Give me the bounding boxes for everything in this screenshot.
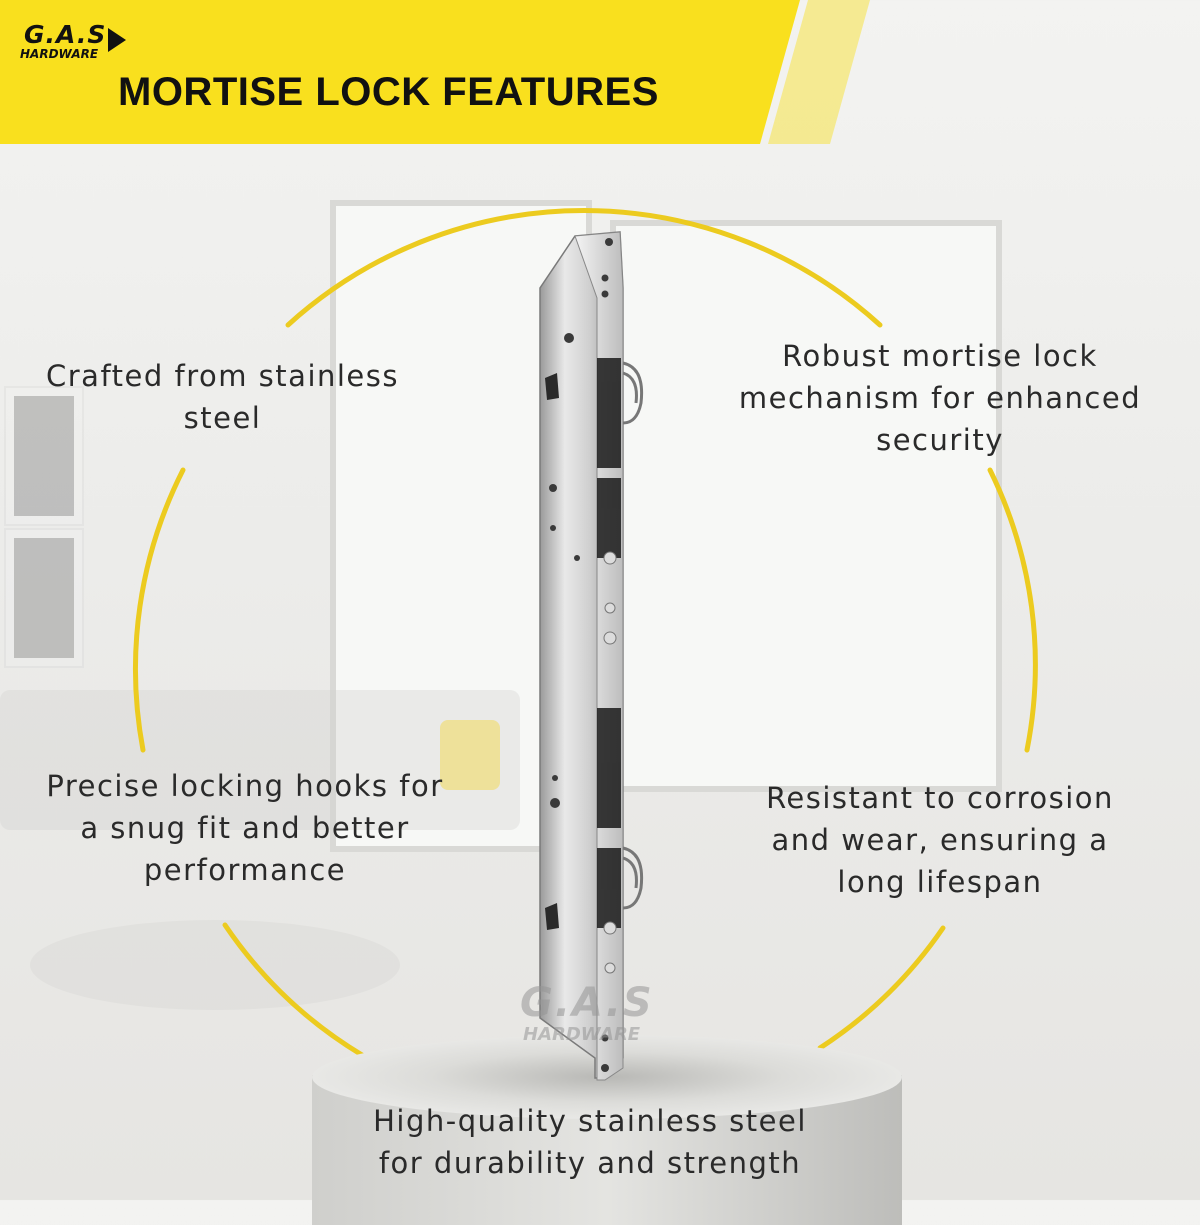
sofa — [0, 690, 520, 830]
brand-logo: G.A.S HARDWARE — [18, 20, 126, 68]
page-title: MORTISE LOCK FEATURES — [118, 70, 659, 114]
feature-mid-left: Precise locking hooks for a snug fit and… — [46, 769, 444, 887]
arc-right — [987, 467, 1038, 753]
arc-bottom-right — [817, 925, 946, 1051]
logo-line1: G.A.S — [24, 20, 107, 49]
feature-top-left: Crafted from stainless steel — [46, 359, 399, 435]
product-watermark: G.A.S — [520, 980, 654, 1026]
header-banner: G.A.S HARDWARE MORTISE LOCK FEATURES — [0, 0, 1200, 144]
wall-frame — [6, 530, 82, 666]
arc-bottom-left — [222, 922, 365, 1058]
feature-mid-right: Resistant to corrosion and wear, ensurin… — [766, 781, 1114, 899]
feature-circle — [132, 208, 1038, 1058]
product-watermark-sub: HARDWARE — [523, 1024, 641, 1045]
arrow-icon — [108, 28, 126, 52]
arc-top — [285, 208, 883, 328]
cushion — [440, 720, 500, 790]
feature-top-right: Robust mortise lock mechanism for enhanc… — [738, 339, 1142, 457]
feature-bottom: High-quality stainless steel for durabil… — [373, 1104, 807, 1180]
coffee-table — [30, 920, 400, 1010]
logo-line2: HARDWARE — [20, 47, 99, 61]
wall-frame — [6, 388, 82, 524]
arc-left — [132, 467, 186, 753]
mortise-lock-image — [539, 231, 644, 1081]
banner-shape — [0, 0, 870, 144]
window-pane — [610, 220, 1002, 792]
